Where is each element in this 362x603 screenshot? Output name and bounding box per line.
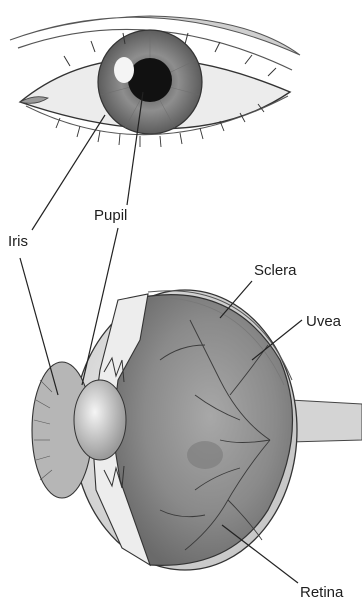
label-retina: Retina [300,585,343,600]
optic-nerve [290,400,362,442]
eye-highlight [114,57,134,83]
label-iris: Iris [8,234,28,249]
eyeball-cross-section [32,290,362,570]
label-uvea: Uvea [306,314,341,329]
macula [187,441,223,469]
label-pupil: Pupil [94,208,127,223]
external-eye [10,16,300,147]
label-sclera: Sclera [254,263,297,278]
lens [74,380,126,460]
pupil-external [128,58,172,102]
iris-leader-bottom [20,258,58,395]
